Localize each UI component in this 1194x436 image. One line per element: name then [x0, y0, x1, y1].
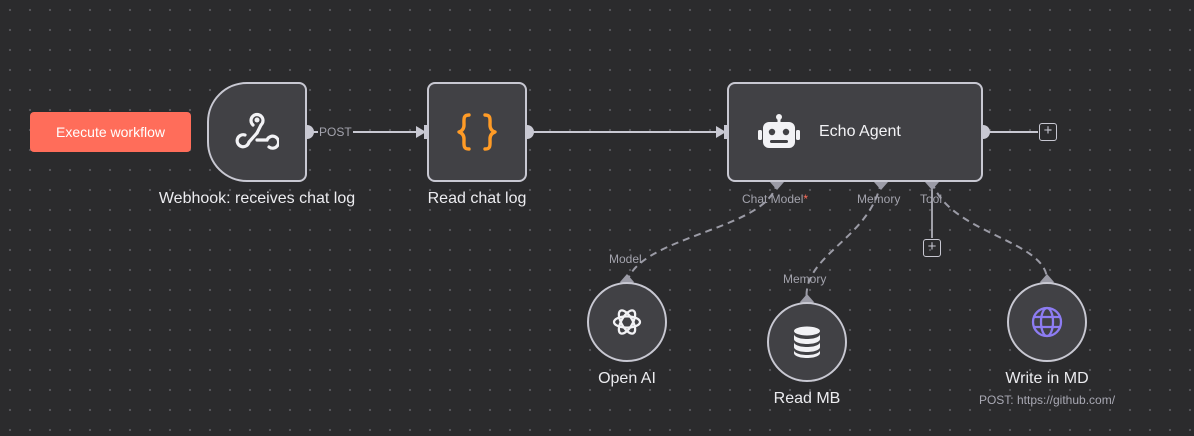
- globe-icon: [1031, 306, 1063, 338]
- openai-node-label: Open AI: [598, 370, 656, 387]
- code-braces-icon: [457, 113, 497, 151]
- arrow-head: [716, 126, 726, 138]
- write-in-md-subtitle: POST: https://github.com/: [978, 393, 1116, 407]
- webhook-node-label: Webhook: receives chat log: [158, 190, 356, 207]
- tool-port-label: Tool: [920, 192, 943, 206]
- robot-icon: [758, 114, 800, 148]
- memory-port-label: Memory: [857, 192, 901, 206]
- openai-model-port-label: Model: [609, 252, 642, 266]
- connection-tool[interactable]: [931, 181, 1049, 283]
- database-icon: [794, 326, 820, 358]
- add-tool-button[interactable]: +: [923, 239, 941, 257]
- execute-workflow-button[interactable]: Execute workflow: [30, 112, 191, 152]
- connection-chat-model[interactable]: [626, 181, 778, 283]
- echo-agent-title: Echo Agent: [819, 123, 901, 140]
- input-port-code[interactable]: [424, 125, 428, 139]
- add-node-button[interactable]: +: [1039, 123, 1057, 141]
- mb-memory-port-label: Memory: [783, 272, 827, 286]
- webhook-output-label: POST: [318, 125, 353, 139]
- read-mb-node-label: Read MB: [773, 390, 841, 407]
- webhook-node[interactable]: [207, 82, 307, 182]
- openai-icon: [612, 309, 642, 335]
- webhook-icon: [235, 113, 279, 150]
- input-port-agent[interactable]: [724, 125, 728, 139]
- write-in-md-node-label: Write in MD: [1005, 370, 1089, 387]
- write-in-md-node[interactable]: [1007, 282, 1087, 362]
- read-mb-node[interactable]: [767, 302, 847, 382]
- read-chat-log-label: Read chat log: [427, 190, 527, 207]
- read-chat-log-node[interactable]: [427, 82, 527, 182]
- openai-node[interactable]: [587, 282, 667, 362]
- arrow-head: [416, 126, 426, 138]
- echo-agent-node[interactable]: Echo Agent: [727, 82, 983, 182]
- chat-model-port-label: Chat Model*: [742, 192, 809, 206]
